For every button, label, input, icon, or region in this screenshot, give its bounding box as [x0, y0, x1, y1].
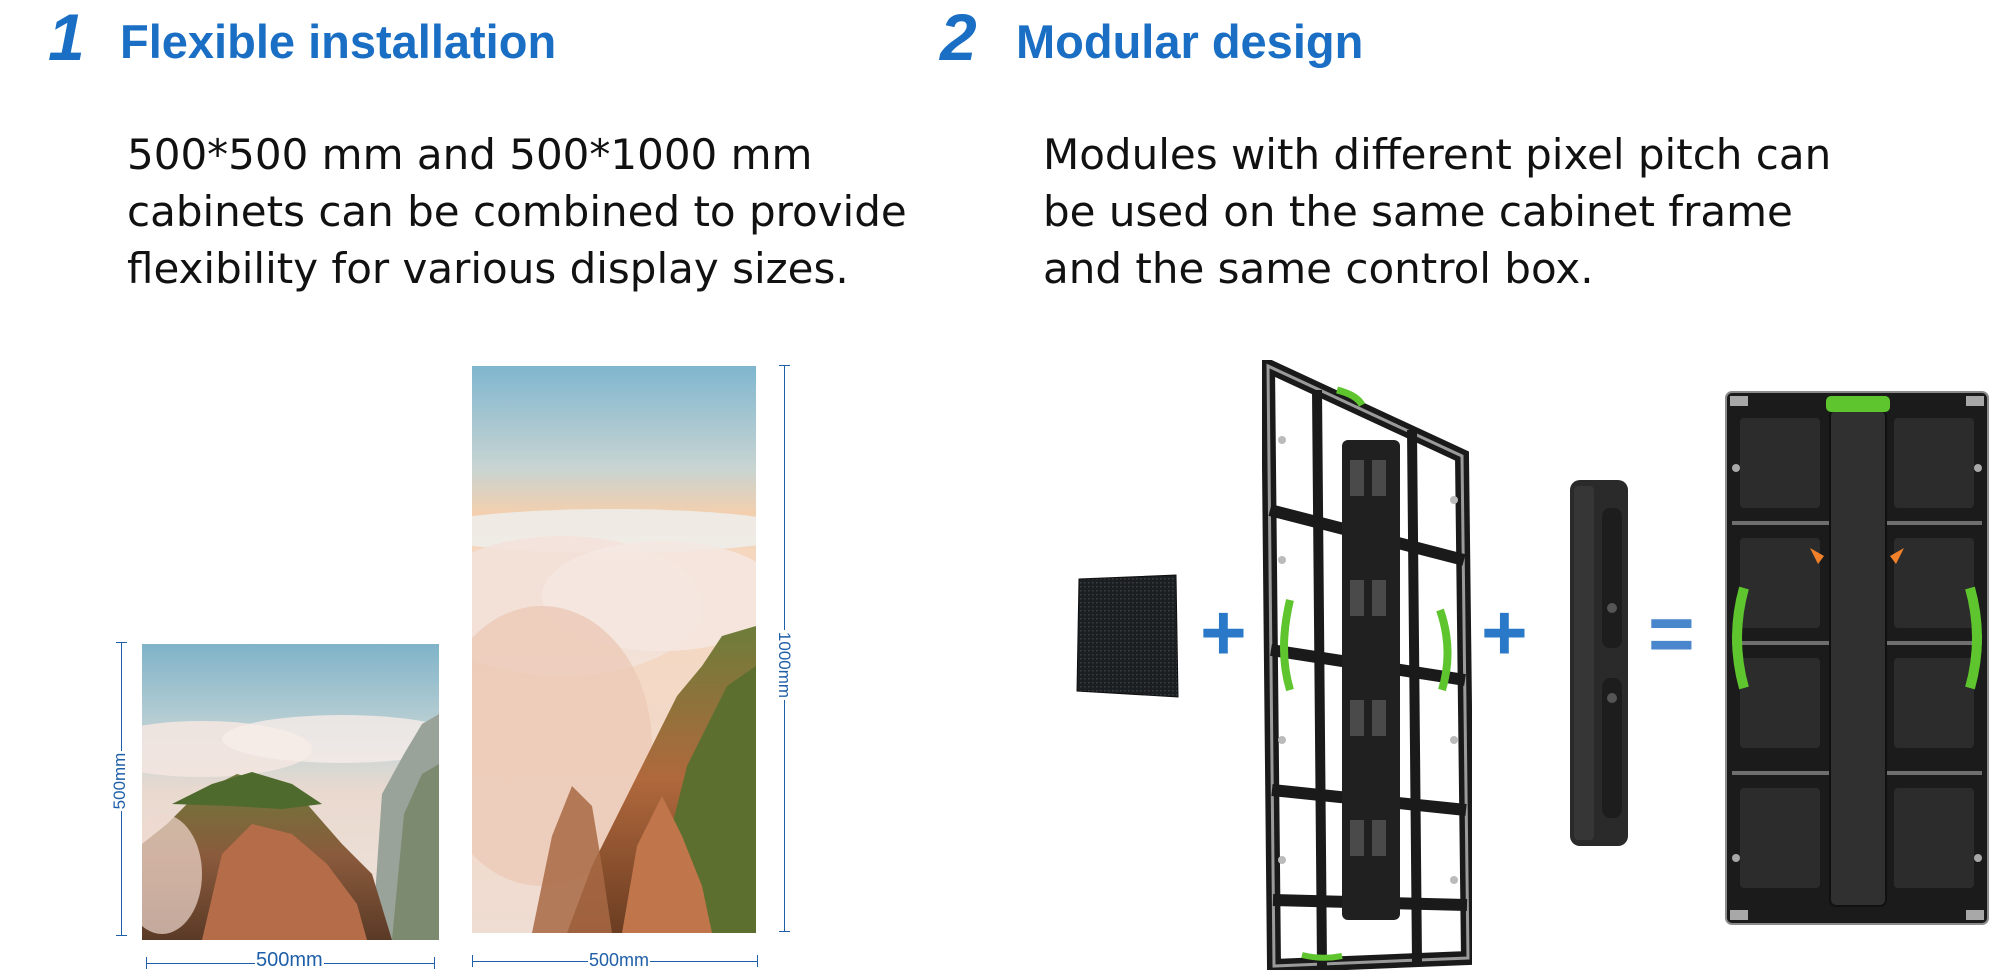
dim-tick	[472, 955, 473, 967]
large-cabinet-photo	[472, 366, 756, 933]
section-1-line: 500*500 mm and 500*1000 mm	[127, 130, 813, 179]
plus-sign: +	[1200, 588, 1247, 677]
dim-tick	[116, 935, 127, 936]
section-1-title: Flexible installation	[120, 15, 557, 68]
section-1-number: 1	[48, 0, 85, 74]
dim-tick	[434, 957, 435, 969]
small-width-label: 500mm	[255, 949, 324, 972]
section-2-line: and the same control box.	[1043, 244, 1594, 293]
large-height-label: 1000mm	[774, 630, 794, 700]
small-height-label: 500mm	[110, 751, 130, 811]
small-cabinet-photo	[142, 644, 439, 940]
dim-tick	[116, 642, 127, 643]
section-1-line: cabinets can be combined to provide	[127, 187, 907, 236]
dim-tick	[779, 931, 790, 932]
section-2-line: Modules with different pixel pitch can	[1043, 130, 1832, 179]
section-2-title: Modular design	[1016, 15, 1364, 68]
section-1-line: flexibility for various display sizes.	[127, 244, 849, 293]
control-box-image	[1568, 478, 1630, 848]
cabinet-frame-image	[1260, 354, 1476, 974]
equals-sign: =	[1648, 589, 1695, 678]
plus-sign: +	[1481, 588, 1528, 677]
section-2-line: be used on the same cabinet frame	[1043, 187, 1793, 236]
dim-tick	[757, 955, 758, 967]
section-2-number: 2	[940, 0, 977, 74]
dim-tick	[779, 365, 790, 366]
section-1-description: 500*500 mm and 500*1000 mm cabinets can …	[127, 126, 907, 297]
led-module-image	[1075, 573, 1180, 701]
dim-tick	[146, 957, 147, 969]
large-width-label: 500mm	[588, 950, 651, 971]
section-2-description: Modules with different pixel pitch can b…	[1043, 126, 1831, 297]
assembled-cabinet-image	[1722, 388, 1992, 928]
